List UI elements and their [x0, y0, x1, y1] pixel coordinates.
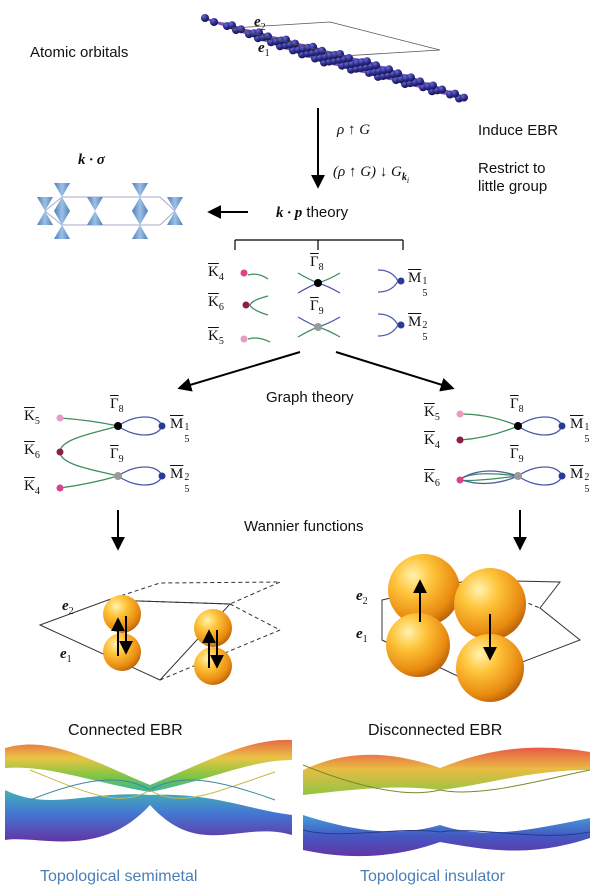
cone-upper [87, 197, 103, 211]
orbital-sphere-icon [194, 647, 232, 685]
disconnected-label-K6: K6 [424, 470, 440, 489]
lattice-atom [201, 14, 209, 22]
disconnected-label-Gamma8: Γ8 [510, 396, 524, 415]
cone-upper [132, 183, 148, 197]
lattice-atom [407, 73, 415, 82]
orbital-sphere-icon [454, 568, 526, 640]
wannier-functions-label: Wannier functions [244, 518, 364, 535]
atomic-orbitals-label: Atomic orbitals [30, 44, 129, 61]
cone-lower [87, 211, 103, 225]
lattice-unit-cell [231, 21, 441, 57]
semimetal-unit-cell [38, 581, 281, 685]
kp-label-K5: K5 [208, 328, 224, 347]
insulator-e2-label: e2 [356, 588, 368, 607]
orbital-sphere-icon [103, 595, 141, 633]
lattice-atom [336, 50, 344, 58]
graph-arrow-right [335, 351, 455, 392]
semimetal-e2-label: e2 [62, 598, 74, 617]
e2-lattice-label: e2 [254, 14, 266, 33]
induce-ebr-label: Induce EBR [478, 122, 559, 139]
topological-insulator-label: Topological insulator [360, 868, 505, 885]
cone-lower [37, 211, 53, 225]
induce-expression: ρ ↑ G [337, 122, 371, 138]
lattice-atom [291, 39, 299, 48]
connected-label-Gamma9: Γ9 [110, 446, 124, 465]
cone-lower [167, 211, 183, 225]
lattice-atom [363, 57, 371, 66]
kp-label-K4: K4 [208, 264, 224, 283]
insulator-e1-label: e1 [356, 626, 368, 645]
k-sigma-label: k · σ [78, 152, 105, 168]
dirac-cones-icon [37, 183, 183, 239]
e1-lattice-label: e1 [258, 40, 270, 59]
connected-label-K4: K4 [24, 478, 40, 497]
orbital-sphere-icon [386, 613, 450, 677]
orbital-sphere-icon [456, 634, 524, 702]
orbital-sphere-icon [103, 633, 141, 671]
disconnected-graph-dots [456, 410, 566, 484]
topological-semimetal-label: Topological semimetal [40, 868, 198, 885]
kp-label-K6: K6 [208, 294, 224, 313]
lattice-atom [210, 18, 218, 26]
cone-lower [132, 225, 148, 239]
cone-upper [54, 183, 70, 197]
orbital-sphere-icon [194, 609, 232, 647]
cone-lower [54, 225, 70, 239]
connected-graph-dots [56, 414, 166, 492]
connected-label-K6: K6 [24, 442, 40, 461]
insulator-band-surface-icon [302, 747, 591, 857]
semimetal-e1-label: e1 [60, 646, 72, 665]
kp-theory-label: k · p theory [276, 204, 349, 221]
lattice-atom [394, 69, 402, 78]
cone-upper [54, 211, 70, 225]
cone-upper [132, 211, 148, 225]
cone-lower [132, 197, 148, 211]
restrict-label-line2: little group [478, 178, 548, 195]
graph-theory-label: Graph theory [266, 389, 354, 406]
kp-label-Gamma8: Γ8 [310, 254, 324, 273]
kp-bracket [234, 239, 404, 250]
semimetal-band-surface-icon [5, 739, 292, 842]
lattice-atom [451, 89, 459, 98]
cone-upper [37, 197, 53, 211]
lattice-atom [438, 85, 446, 94]
connected-label-K5: K5 [24, 408, 40, 427]
honeycomb-lattice-icon [201, 14, 468, 103]
disconnected-label-K5: K5 [424, 404, 440, 423]
connected-label-Gamma8: Γ8 [110, 396, 124, 415]
lattice-atom [264, 32, 272, 41]
disconnected-ebr-label: Disconnected EBR [368, 722, 503, 739]
restrict-label-line1: Restrict to [478, 160, 546, 177]
disconnected-label-K4: K4 [424, 432, 440, 451]
cone-lower [54, 197, 70, 211]
connected-ebr-label: Connected EBR [68, 722, 183, 739]
lattice-atom [416, 77, 424, 86]
graph-arrow-left [177, 351, 301, 392]
restrict-expression: (ρ ↑ G) ↓ Gki [333, 164, 410, 185]
lattice-atom [385, 65, 393, 74]
lattice-atom [460, 93, 468, 102]
lattice-atom [429, 81, 437, 90]
kp-dots [240, 269, 405, 343]
insulator-unit-cell [381, 554, 581, 702]
lattice-atom [372, 61, 380, 70]
kp-label-Gamma9: Γ9 [310, 298, 324, 317]
cone-upper [167, 197, 183, 211]
lattice-atom [228, 21, 236, 30]
disconnected-label-Gamma9: Γ9 [510, 446, 524, 465]
